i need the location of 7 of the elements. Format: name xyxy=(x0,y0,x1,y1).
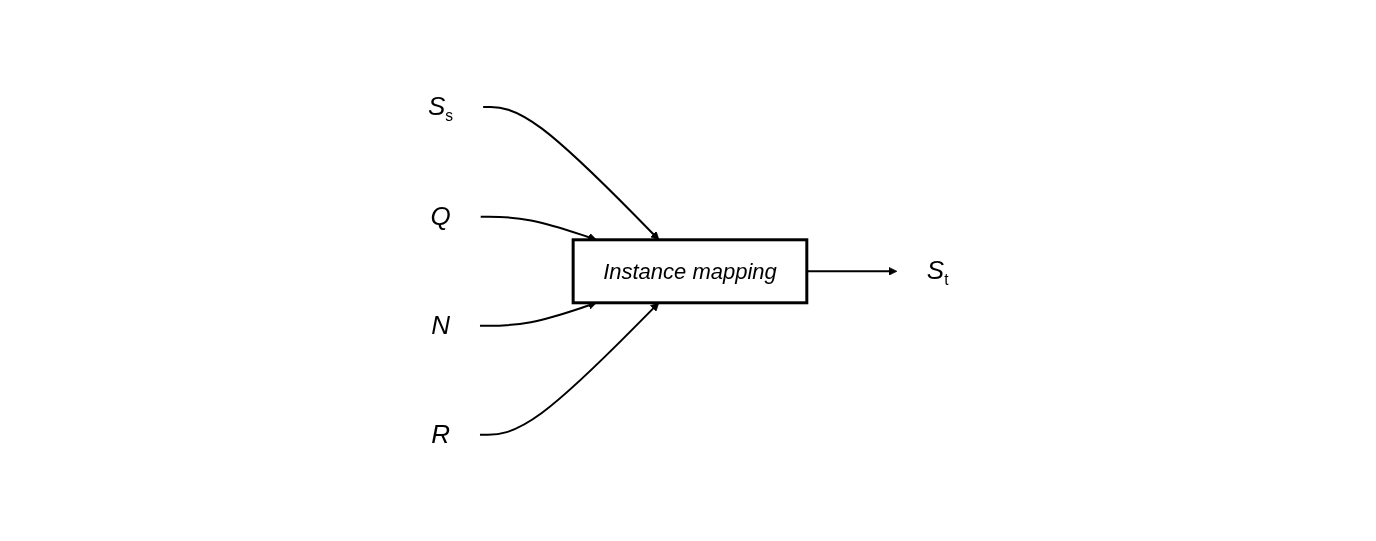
node-text: S$_{s}$ xyxy=(427,90,453,124)
node-text: R xyxy=(430,419,450,450)
node-text: N xyxy=(430,310,450,341)
node-text: S$_{t}$ xyxy=(926,255,949,289)
node-text: Q xyxy=(430,201,451,232)
arrow xyxy=(478,302,659,436)
node-box: Instance mapping xyxy=(571,238,809,305)
